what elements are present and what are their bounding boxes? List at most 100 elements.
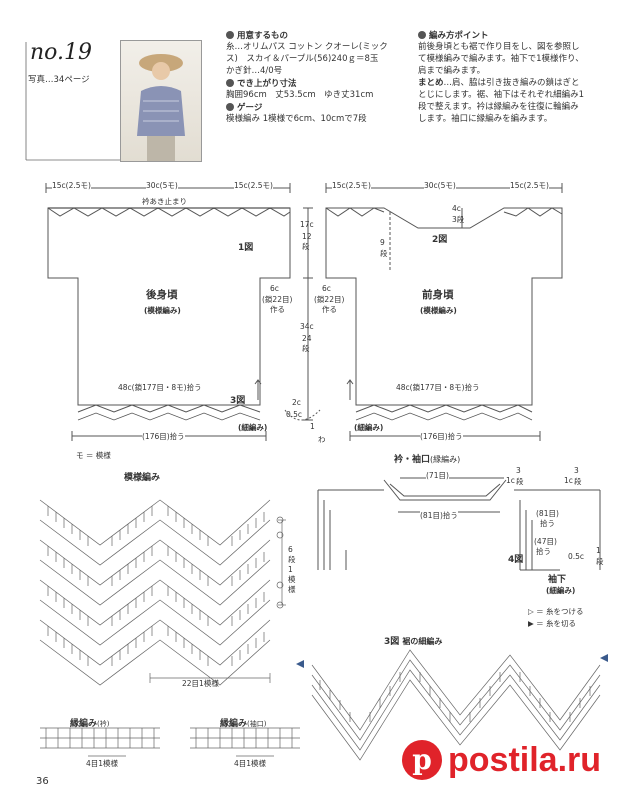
pattern-title: 模様編み <box>124 473 161 483</box>
dim-24-rows: 段 <box>302 344 310 353</box>
back-stitch-count: (176目)拾う <box>142 431 185 442</box>
back-measure-left: 15c(2.5モ) <box>52 180 91 191</box>
points-finish-label: まとめ <box>418 78 444 88</box>
dim-24: 24 <box>302 334 312 343</box>
dim-1: 1 <box>310 422 315 431</box>
back-bottom-count: 48c(鎖177目・8モ)拾う <box>118 383 202 392</box>
points-section: 編み方ポイント 前後身頃とも裾で作り目をし、図を参照し て模様編みで編みます。袖… <box>418 29 584 125</box>
front-measure-left: 15c(2.5モ) <box>332 180 371 191</box>
front-subtitle: (模様編み) <box>420 306 457 315</box>
sleeve-dim-3: 3 <box>574 466 579 475</box>
front-measure-center: 30c(5モ) <box>424 180 456 191</box>
dim-05c: 0.5c <box>286 410 303 419</box>
collar-title-sub: (縁編み) <box>430 455 461 464</box>
collar-title-text: 衿・袖口 <box>394 455 431 465</box>
yarn-line-2: ス) スカイ＆パープル(56)240ｇ＝8玉 <box>226 54 379 64</box>
back-figure-label: 1図 <box>238 243 254 253</box>
size-line: 胸囲96cm 丈53.5cm ゆき丈31cm <box>226 90 374 100</box>
model-photo <box>120 40 202 162</box>
back-measure-right: 15c(2.5モ) <box>234 180 273 191</box>
pattern-row-repeat: 6段1模様 <box>288 545 296 594</box>
sleeve-dim-05c: 0.5c <box>568 552 585 561</box>
cut-arrow-icon: ▶ <box>528 619 537 628</box>
yarn-line-1: 糸…オリムパス コットン クオーレ(ミック <box>226 42 388 52</box>
points-line: 前後身頃とも裾で作り目をし、図を参照し <box>418 42 580 52</box>
hem-figure-ref: 3図 <box>230 396 246 406</box>
dim-6c-front: 6c <box>322 284 331 293</box>
points-line: …肩、脇は引き抜き編みの鎖はぎと <box>443 78 580 88</box>
sleeve-dim-3-rows: 段 <box>574 477 582 486</box>
edging-cuff-title-text: 縁編み <box>220 719 248 729</box>
bullet-icon <box>226 103 234 111</box>
sleeve-count-81-pick: 拾う <box>540 519 555 528</box>
dim-6c-back: 6c <box>270 284 279 293</box>
edging-cuff-sub: (袖口) <box>247 720 267 728</box>
watermark-text: postila.ru <box>448 740 602 779</box>
gauge-title: ゲージ <box>237 103 263 113</box>
front-bottom-count: 48c(鎖177目・8モ)拾う <box>396 383 480 392</box>
neck-opening-label: 衿あき止まり <box>142 197 187 206</box>
postila-logo-icon: p <box>402 740 442 780</box>
back-subtitle: (模様編み) <box>144 306 181 315</box>
front-title: 前身頃 <box>422 289 454 301</box>
dim-12-rows: 段 <box>302 242 310 251</box>
dim-make-front: 作る <box>322 305 337 314</box>
materials-section: 用意するもの 糸…オリムパス コットン クオーレ(ミック ス) スカイ＆パープル… <box>226 29 388 125</box>
sleeve-figure-label: 4図 <box>508 555 524 565</box>
watermark: p postila.ru <box>402 740 601 780</box>
front-dim-9-rows: 段 <box>380 249 388 258</box>
yarn-attach-text: ＝ 糸をつける <box>536 607 584 616</box>
edging-collar-title: 縁編み(衿) <box>70 716 109 729</box>
front-measure-right: 15c(2.5モ) <box>510 180 549 191</box>
points-line: 段で整えます。衿は縁編みを往復に輪編み <box>418 102 579 112</box>
sleeve-dim-1-rows: 段 <box>596 557 604 566</box>
edging-collar-title-text: 縁編み <box>70 719 98 729</box>
yarn-cut-text: ＝ 糸を切る <box>536 619 577 628</box>
dim-12: 12 <box>302 232 312 241</box>
front-figure-label: 2図 <box>432 235 448 245</box>
collar-count-81: (81目)拾う <box>420 510 458 521</box>
yarn-cut-legend: ▶ ＝ 糸を切る <box>528 618 576 629</box>
dim-make-back: 作る <box>270 305 285 314</box>
dim-chain-back: (鎖22目) <box>262 295 293 304</box>
dim-17c: 17c <box>300 220 314 229</box>
front-stitch-count: (176目)拾う <box>420 431 463 442</box>
points-title: 編み方ポイント <box>429 31 489 41</box>
size-title: でき上がり寸法 <box>237 79 297 89</box>
edging-collar-sub: (衿) <box>97 720 110 728</box>
edging-cuff-title: 縁編み(袖口) <box>220 716 266 729</box>
bullet-icon <box>226 79 234 87</box>
sleeve-count-81: (81目) <box>536 509 559 518</box>
motif-legend: モ ＝ 模様 <box>76 451 111 460</box>
collar-dim-3: 3 <box>516 466 521 475</box>
back-edge-label: (細編み) <box>238 423 268 432</box>
pattern-stitch-repeat: 22目1模様 <box>182 679 219 688</box>
photo-reference: 写真…34ページ <box>28 75 90 85</box>
points-line: て模様編みで編みます。袖下で1模様作り、 <box>418 54 584 64</box>
sleeve-dim-1c: 1c <box>564 476 573 485</box>
front-edge-label: (細編み) <box>354 423 384 432</box>
collar-count-71: (71目) <box>426 470 449 481</box>
dim-34c: 34c <box>300 322 314 331</box>
collar-dim-1c: 1c <box>506 476 515 485</box>
back-title: 後身頃 <box>146 289 178 301</box>
sleeve-count-47-pick: 拾う <box>536 547 551 556</box>
edging-cuff-repeat: 4目1模様 <box>234 759 267 768</box>
dim-chain-front: (鎖22目) <box>314 295 345 304</box>
back-measure-center: 30c(5モ) <box>146 180 178 191</box>
dim-ring: わ <box>318 435 326 444</box>
points-line: 肩まで編みます。 <box>418 66 486 76</box>
hem-title-num: 3図 <box>384 637 400 647</box>
needle-line: かぎ針…4/0号 <box>226 66 283 76</box>
sleeve-dim-1: 1 <box>596 546 601 555</box>
front-neck-3rows: 3段 <box>452 215 465 224</box>
collar-title: 衿・袖口(縁編み) <box>394 452 460 465</box>
hem-title-sub: 裾の細編み <box>402 637 443 646</box>
page-number: 36 <box>36 776 49 787</box>
hem-title: 3図 裾の細編み <box>384 634 442 647</box>
points-line: とじにします。裾、袖下はそれぞれ細編み1 <box>418 90 585 100</box>
sleeve-title: 袖下 <box>548 575 567 585</box>
